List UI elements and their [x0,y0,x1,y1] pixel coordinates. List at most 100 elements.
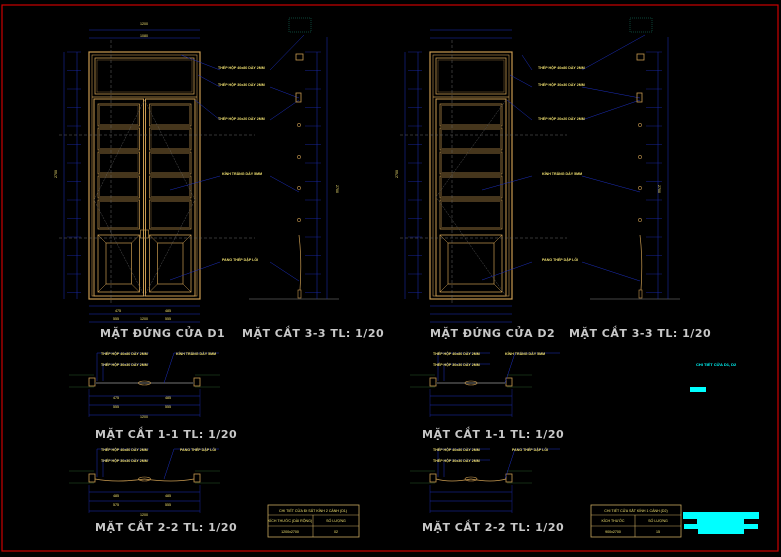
plan-jamb [505,377,513,387]
note-s22: THÉP HỘP 40x80 DÀY 2MM [101,447,148,452]
door-frame-inner [432,54,510,297]
cyan-stamp [683,512,759,534]
dim-s22: 485 [113,494,119,498]
title-section-3-3-right: MẶT CẮT 3-3 TL: 1/20 [569,325,711,340]
note-s22-d2: THÉP HỘP 40x80 DÀY 2MM [433,447,480,452]
note-s11: KÍNH TRẮNG DÀY 5MM [176,351,216,356]
plan-glass [436,382,506,384]
dim-bottom: 555 [165,317,171,321]
note-d2: THÉP HỘP 30x30 DÀY 2MM [538,82,585,87]
wall-hatch [629,17,653,33]
dim-s11: 485 [165,396,171,400]
section-tube [297,218,301,222]
note-d1: THÉP HỘP 30x30 DÀY 2MM [218,82,265,87]
dim-height-total: 2700 [54,170,58,178]
glass-panel [149,151,192,175]
note-d2: THÉP HỘP 40x80 DÀY 2MM [538,65,585,70]
section-sill [297,289,302,299]
note-d1: THÉP HỘP 40x80 DÀY 2MM [218,65,265,70]
glass-panel-inner [99,177,139,197]
swing-line [435,99,507,198]
glass-panel [439,199,503,230]
table-d2-col1: KÍCH THƯỚC [601,518,624,523]
glass-panel [149,103,192,127]
title-d2-elevation: MẶT ĐỨNG CỬA D2 [430,326,555,340]
dim-bottom-total: 1200 [140,317,148,321]
plan-mullion [138,380,151,386]
leader-line [581,175,641,193]
swing-line [144,99,196,201]
plan-jamb [429,377,437,387]
glass-panel [439,127,503,151]
dim-bottom: 555 [113,317,119,321]
section-tube [638,186,642,190]
dim-height-section-d2: 2700 [657,185,661,193]
section-pano [639,234,643,291]
sheet-border [1,4,779,552]
swing-line [93,199,145,297]
transom-glass [437,59,505,93]
plan-pano [435,478,507,482]
glass-panel-inner [441,153,501,173]
leader-line [194,99,221,121]
plan-jamb [505,473,513,483]
pano-raised [157,242,184,285]
transom-glass [96,59,193,93]
glass-panel [149,199,192,230]
leader-line [180,54,221,71]
dim-s22: 485 [165,494,171,498]
dim-bottom: 475 [115,309,121,313]
plan-jamb [429,473,437,483]
door-frame-inner [91,54,198,297]
door-geometry [59,17,680,513]
swing-line [93,99,145,201]
glass-panel-inner [441,201,501,228]
note-d1: THÉP HỘP 20x20 DÀY 2MM [218,116,265,121]
glass-panel [97,151,140,175]
section-profile [295,92,302,103]
section-profile [295,53,304,61]
note-s22: PANO THÉP DẬP LỖI [180,447,216,452]
leader-line [506,99,533,121]
door-frame [88,51,201,300]
glass-panel-inner [99,201,139,228]
leader-line [581,99,641,121]
table-d2-val2: 15 [656,530,660,534]
door-leaf [93,98,144,297]
section-tube [638,123,642,127]
glass-panel-inner [150,177,190,197]
leader-line [581,86,641,99]
section-sill [638,289,643,299]
table-d2-col2: SỐ LƯỢNG [648,518,668,523]
plan-jamb [88,377,96,387]
leader-line [269,261,300,282]
section-tube [297,123,301,127]
note-d2: THÉP HỘP 20x20 DÀY 2MM [538,116,585,121]
leader-line [169,175,221,191]
dim-width-inner: 1080 [140,34,148,38]
title-section-2-2-right: MẶT CẮT 2-2 TL: 1/20 [422,519,564,534]
pano-panel [149,234,192,293]
note-d1: KÍNH TRẮNG DÀY 5MM [222,171,262,176]
pano-bevel [439,234,449,244]
pano-raised [105,242,132,285]
plan-glass [95,382,194,384]
dim-s22: 555 [165,503,171,507]
table-d1-col2: SỐ LƯỢNG [326,518,346,523]
plan-mullion [464,380,478,386]
glass-panel-inner [150,153,190,173]
swing-line [144,199,196,297]
glass-panel-inner [150,201,190,228]
plan-mullion [464,476,478,482]
pano-bevel [131,283,140,293]
pano-bevel [131,234,140,244]
section-pano [298,234,302,291]
leader-line [509,74,533,88]
dim-s11: 555 [113,405,119,409]
pano-bevel [493,234,503,244]
note-s22: THÉP HỘP 30x30 DÀY 2MM [101,458,148,463]
table-d2-val1: 900x2700 [605,530,621,534]
dim-s11-total: 1200 [140,415,148,419]
